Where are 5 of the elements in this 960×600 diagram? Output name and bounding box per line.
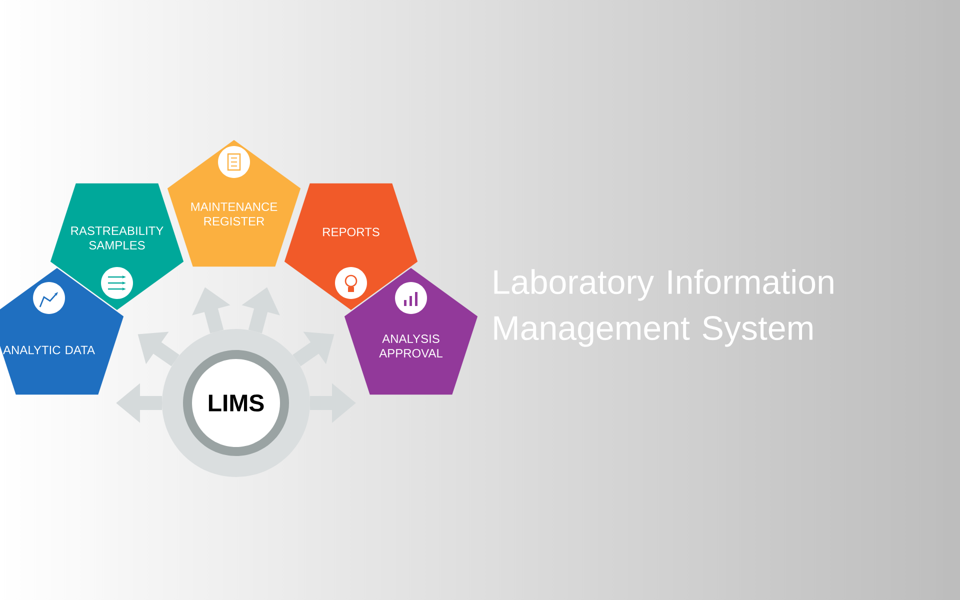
- pentagon-box: MAINTENANCE REGISTER: [167, 140, 301, 267]
- pentagon-box: RASTREABILITY SAMPLES: [50, 183, 184, 310]
- pentagon-box: REPORTS: [284, 183, 418, 310]
- pentagon-box: ANALYSIS APPROVAL: [344, 268, 478, 395]
- pentagon-box: ANALYTIC DATA: [0, 268, 124, 395]
